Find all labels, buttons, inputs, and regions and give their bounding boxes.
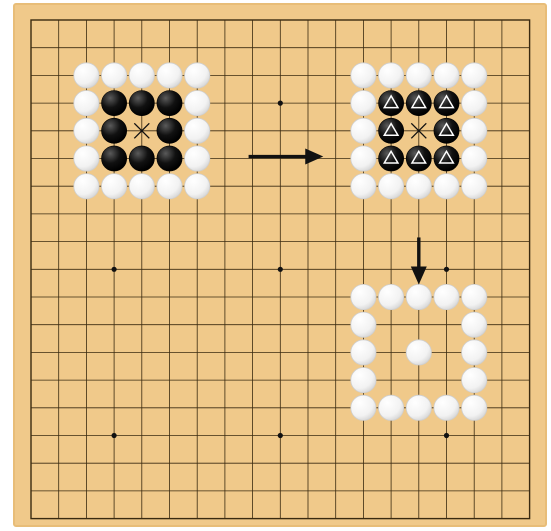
white-stone — [129, 63, 154, 88]
white-stone — [74, 146, 99, 171]
white-stone — [462, 146, 487, 171]
star-point — [112, 433, 117, 438]
black-stone — [129, 91, 154, 116]
black-stone — [434, 146, 459, 171]
white-stone — [462, 368, 487, 393]
white-stone — [74, 91, 99, 116]
white-stone — [157, 174, 182, 199]
white-stone — [129, 174, 154, 199]
white-stone — [462, 340, 487, 365]
white-stone — [379, 63, 404, 88]
white-stone — [351, 368, 376, 393]
black-stone — [102, 118, 127, 143]
white-stone — [74, 63, 99, 88]
white-stone — [185, 91, 210, 116]
black-stone — [406, 146, 431, 171]
black-stone — [129, 146, 154, 171]
white-stone — [185, 146, 210, 171]
star-point — [278, 267, 283, 272]
star-point — [444, 433, 449, 438]
star-point — [112, 267, 117, 272]
white-stone — [462, 91, 487, 116]
white-stone — [434, 284, 459, 309]
star-point — [278, 101, 283, 106]
white-stone — [351, 118, 376, 143]
black-stone — [406, 91, 431, 116]
white-stone — [74, 174, 99, 199]
white-stone — [102, 174, 127, 199]
white-stone — [406, 63, 431, 88]
black-stone — [379, 91, 404, 116]
white-stone — [351, 312, 376, 337]
white-stone — [406, 284, 431, 309]
white-stone — [462, 395, 487, 420]
white-stone — [406, 174, 431, 199]
white-stone — [351, 284, 376, 309]
white-stone — [462, 174, 487, 199]
white-stone — [351, 63, 376, 88]
black-stone — [379, 118, 404, 143]
star-point — [278, 433, 283, 438]
white-stone — [157, 63, 182, 88]
white-stone — [406, 395, 431, 420]
white-stone — [379, 395, 404, 420]
white-stone — [462, 284, 487, 309]
black-stone — [157, 118, 182, 143]
black-stone — [102, 146, 127, 171]
white-stone — [351, 146, 376, 171]
white-stone — [351, 340, 376, 365]
black-stone — [434, 118, 459, 143]
white-stone — [434, 174, 459, 199]
white-stone — [185, 63, 210, 88]
white-stone — [406, 340, 431, 365]
white-stone — [351, 174, 376, 199]
white-stone — [185, 174, 210, 199]
white-stone — [379, 174, 404, 199]
star-point — [444, 267, 449, 272]
white-stone — [462, 118, 487, 143]
white-stone — [351, 91, 376, 116]
white-stone — [351, 395, 376, 420]
white-stone — [185, 118, 210, 143]
black-stone — [434, 91, 459, 116]
white-stone — [462, 63, 487, 88]
white-stone — [462, 312, 487, 337]
black-stone — [102, 91, 127, 116]
white-stone — [102, 63, 127, 88]
white-stone — [379, 284, 404, 309]
black-stone — [379, 146, 404, 171]
white-stone — [74, 118, 99, 143]
white-stone — [434, 395, 459, 420]
black-stone — [157, 91, 182, 116]
black-stone — [157, 146, 182, 171]
white-stone — [434, 63, 459, 88]
